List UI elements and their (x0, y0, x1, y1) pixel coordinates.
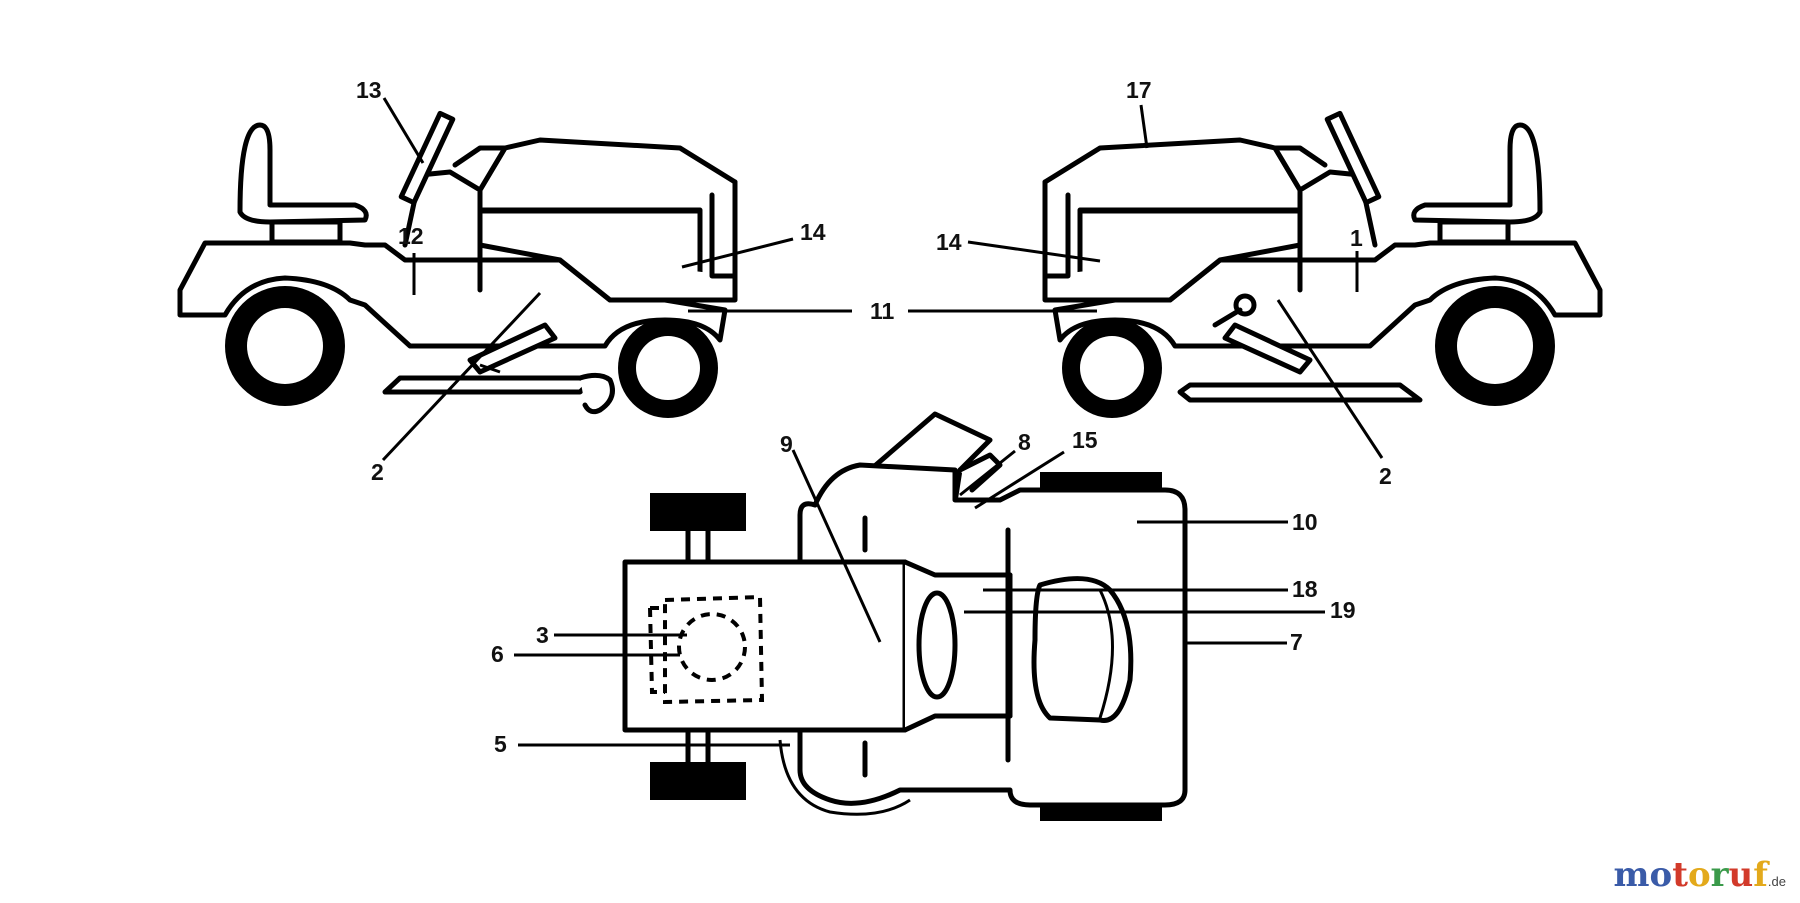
callout-1: 1 (1350, 225, 1363, 251)
callout-8: 8 (1018, 429, 1031, 455)
callout-18: 18 (1292, 576, 1318, 602)
callout-3: 3 (536, 622, 549, 648)
tractor-left-side-view (177, 110, 738, 418)
callout-5: 5 (494, 731, 507, 757)
callout-14-right: 14 (936, 229, 962, 255)
tractor-top-view (622, 411, 1188, 821)
watermark-letter: m (1613, 855, 1650, 895)
tractor-right-side-view (1042, 110, 1603, 418)
watermark-letter: o (1687, 855, 1711, 895)
callout-12: 12 (398, 223, 424, 249)
watermark-letter: t (1672, 855, 1688, 895)
callout-2-right: 2 (1379, 463, 1392, 489)
callout-13: 13 (356, 77, 382, 103)
callout-15: 15 (1072, 427, 1098, 453)
watermark-letter: o (1649, 855, 1673, 895)
watermark-letter: r (1710, 855, 1729, 895)
callout-6: 6 (491, 641, 504, 667)
watermark-letter: f (1753, 855, 1768, 895)
watermark-letters: motoruf (1614, 855, 1768, 895)
callout-17: 17 (1126, 77, 1152, 103)
callout-19: 19 (1330, 597, 1356, 623)
callout-10: 10 (1292, 509, 1318, 535)
callout-14-left: 14 (800, 219, 826, 245)
callout-11: 11 (870, 298, 895, 324)
watermark-domain: .de (1767, 874, 1786, 889)
callout-7: 7 (1290, 629, 1303, 655)
callout-labels: 13 12 14 11 14 17 1 2 2 9 8 15 10 18 19 … (356, 77, 1392, 757)
leader-lines (381, 97, 1384, 747)
callout-2-left: 2 (371, 459, 384, 485)
callout-9: 9 (780, 431, 793, 457)
watermark-letter: u (1728, 855, 1754, 895)
motoruf-watermark-logo: motoruf.de (1614, 855, 1786, 895)
